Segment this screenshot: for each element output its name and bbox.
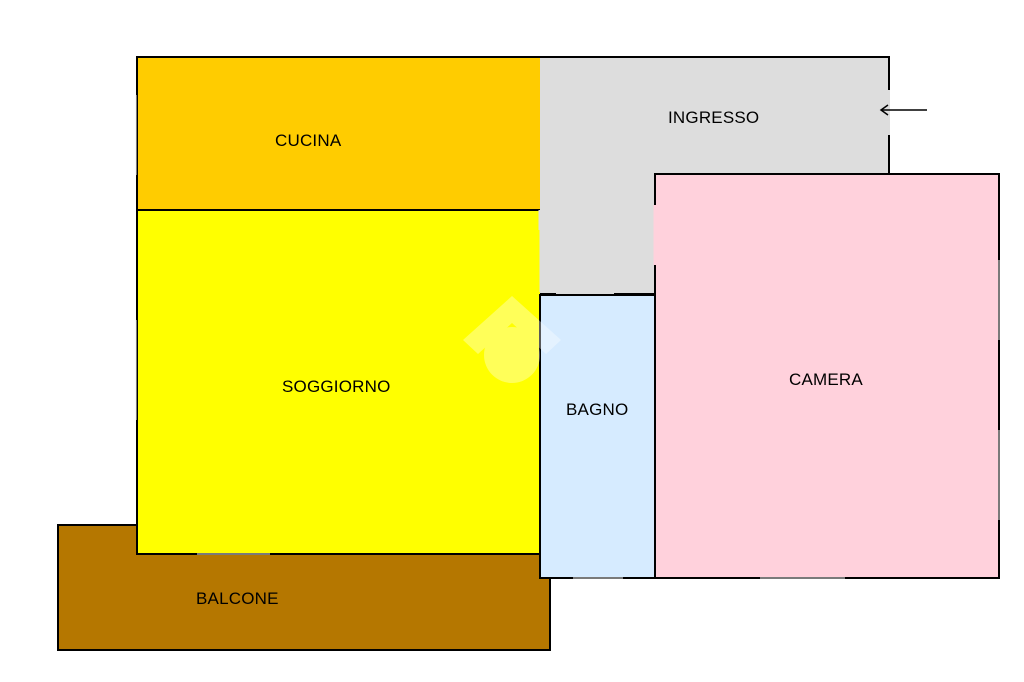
label-balcone: BALCONE: [196, 589, 279, 608]
room-ingresso: [540, 56, 890, 296]
label-soggiorno: SOGGIORNO: [282, 377, 391, 396]
room-cucina: [136, 56, 542, 211]
label-bagno: BAGNO: [566, 400, 629, 419]
label-cucina: CUCINA: [275, 131, 342, 150]
room-camera: [654, 173, 1000, 579]
label-ingresso: INGRESSO: [668, 108, 760, 127]
label-camera: CAMERA: [789, 370, 863, 389]
room-soggiorno: [136, 209, 542, 555]
